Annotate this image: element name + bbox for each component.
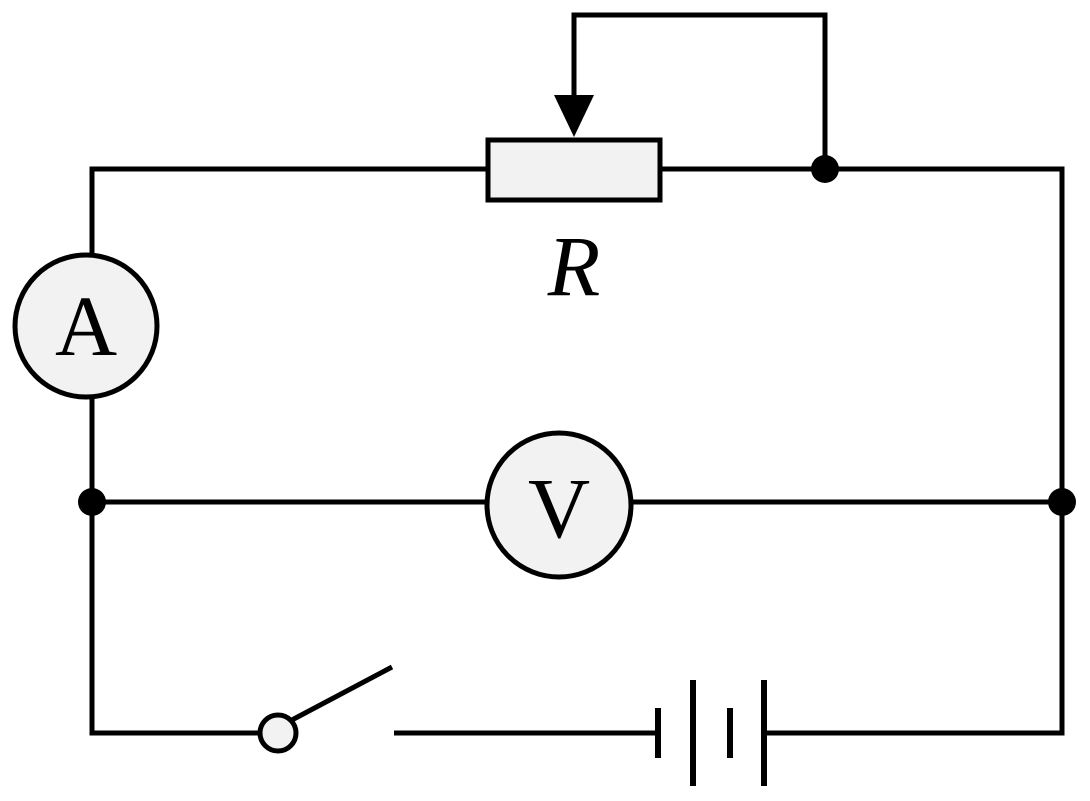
resistor-label: R xyxy=(547,218,601,314)
slider-wire xyxy=(571,12,828,169)
voltmeter-label: V xyxy=(528,460,590,556)
ammeter xyxy=(12,252,160,400)
switch-lever xyxy=(288,664,394,724)
switch-pivot xyxy=(257,712,299,754)
wire-top-right xyxy=(660,166,1065,502)
wire-bottom-right xyxy=(766,502,1065,736)
junction-dot-slider xyxy=(811,155,839,183)
slider-arrow-icon xyxy=(554,95,594,137)
resistor xyxy=(485,137,663,203)
wire-bottom-left xyxy=(89,502,259,736)
voltmeter xyxy=(484,430,634,580)
ammeter-label: A xyxy=(55,278,117,374)
junction-dot-left xyxy=(78,488,106,516)
junction-dot-right xyxy=(1048,488,1076,516)
